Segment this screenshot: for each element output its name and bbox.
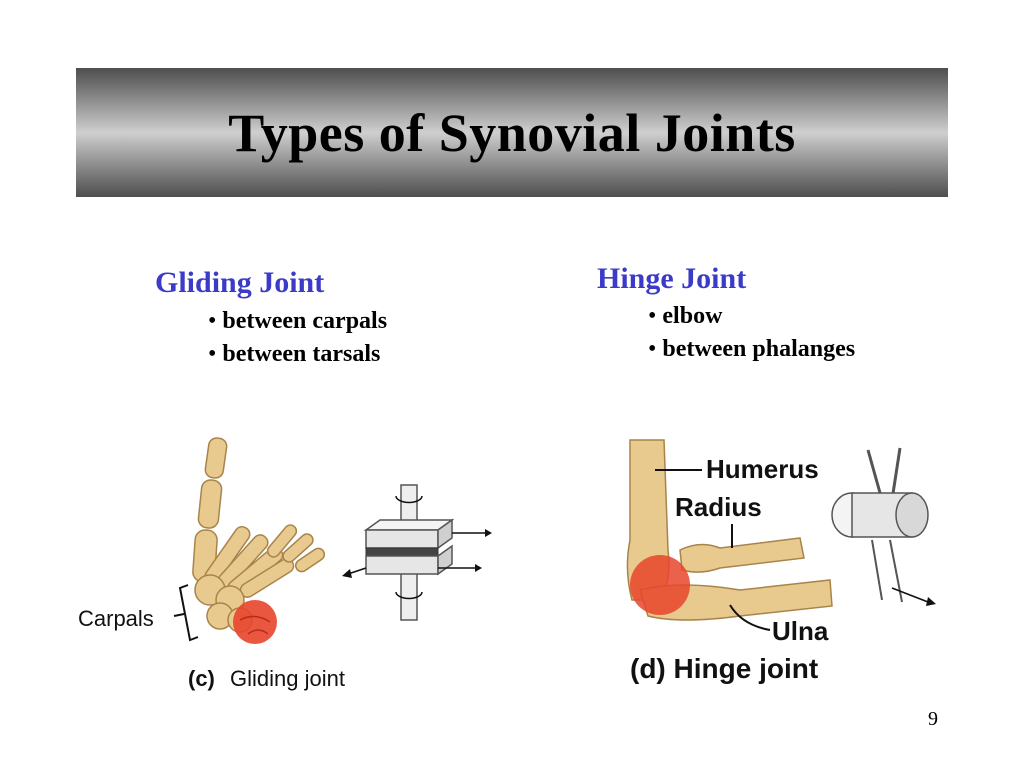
bullet-item: •between carpals xyxy=(208,308,388,334)
ulna-label: Ulna xyxy=(772,616,829,646)
gliding-caption-text: Gliding joint xyxy=(230,666,345,691)
hinge-joint-highlight xyxy=(630,555,690,615)
slide-title-bar: Types of Synovial Joints xyxy=(76,68,948,197)
hinge-joint-model xyxy=(831,447,936,606)
gliding-joint-heading: Gliding Joint xyxy=(155,266,325,299)
gliding-joint-bullets: •between carpals •between tarsals xyxy=(208,305,387,371)
hinge-joint-bullets: •elbow •between phalanges xyxy=(648,300,855,366)
bullet-item: •elbow xyxy=(648,303,723,329)
hinge-joint-figure: Humerus Radius Ulna (d) Hinge joint xyxy=(626,439,936,684)
gliding-joint-figure: Carpals (c) Gliding joint xyxy=(78,437,492,691)
gliding-joint-model xyxy=(342,484,492,621)
humerus-label: Humerus xyxy=(706,454,819,484)
hinge-caption: (d) Hinge joint xyxy=(630,653,818,684)
bullet-item: •between tarsals xyxy=(208,341,381,367)
slide-title: Types of Synovial Joints xyxy=(228,102,796,163)
page-number: 9 xyxy=(928,708,938,730)
hinge-joint-heading: Hinge Joint xyxy=(597,262,747,295)
hand-bones-illustration xyxy=(192,437,326,633)
carpals-label: Carpals xyxy=(78,606,154,631)
carpals-bracket xyxy=(178,584,199,642)
gliding-caption-letter: (c) xyxy=(188,666,215,691)
bullet-item: •between phalanges xyxy=(648,336,856,362)
radius-label: Radius xyxy=(675,492,762,522)
gliding-joint-highlight xyxy=(233,600,277,644)
